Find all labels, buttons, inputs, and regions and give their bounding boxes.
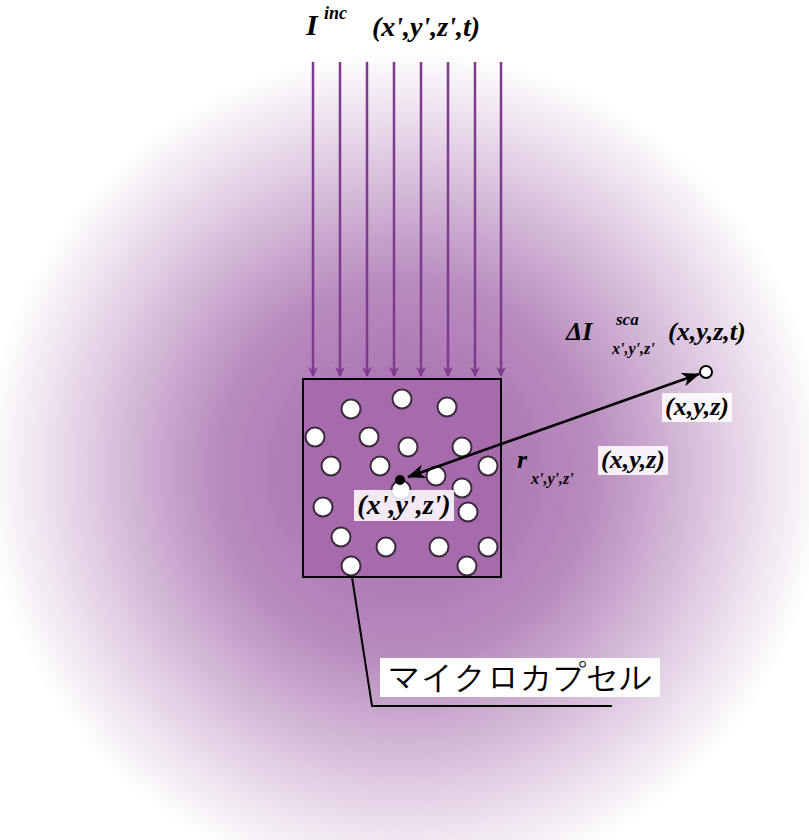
point-label: (x',y',z') <box>354 490 453 521</box>
capsule-region: (x',y',z') <box>302 378 502 578</box>
quantity-symbol: ΔI <box>566 318 592 347</box>
superscript: inc <box>324 4 347 24</box>
subscript: x',y',z' <box>531 470 574 488</box>
quantity-symbol: I <box>306 8 318 41</box>
subscript: x',y',z' <box>612 340 655 358</box>
superscript: sca <box>616 311 639 330</box>
coordinates: (x',y',z',t) <box>372 12 480 43</box>
vector-symbol: r <box>517 446 527 475</box>
point-label: (x,y,z) <box>662 393 732 422</box>
coordinates: (x,y,z,t) <box>668 318 746 347</box>
callout-label: マイクロカプセル <box>380 658 660 697</box>
coordinates: (x,y,z) <box>598 446 668 475</box>
